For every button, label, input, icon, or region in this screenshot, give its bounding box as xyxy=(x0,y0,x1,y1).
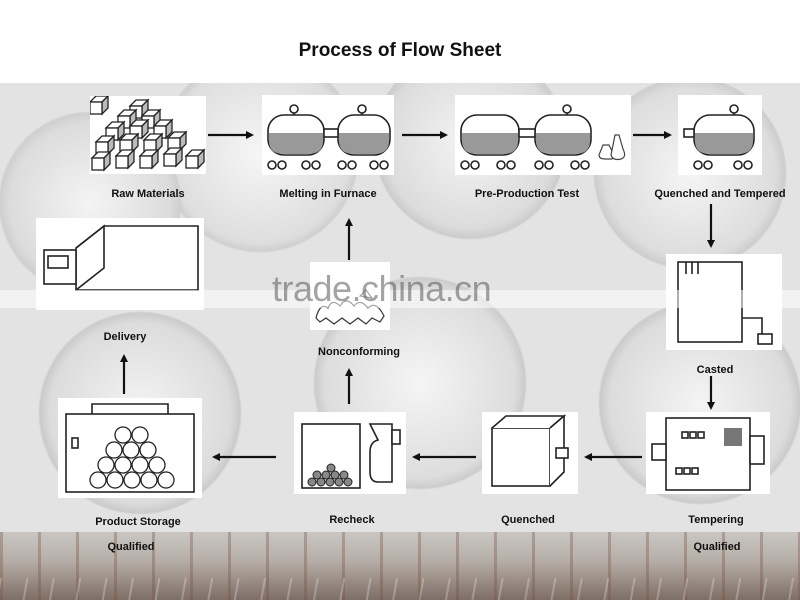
quenched-tempered-image xyxy=(678,95,762,175)
watermark-band xyxy=(0,290,800,308)
quench-tank-icon xyxy=(491,414,569,487)
label-qualified-left: Qualified xyxy=(107,541,155,553)
raw-materials-image xyxy=(90,96,206,174)
tempering-image xyxy=(646,412,770,494)
label-nonconforming: Nonconforming xyxy=(318,346,400,358)
label-qualified-right: Qualified xyxy=(693,541,741,553)
product-storage-image xyxy=(58,398,202,498)
label-quenched-and-tempered: Quenched and Tempered xyxy=(654,188,786,200)
label-melting-in-furnace: Melting in Furnace xyxy=(279,188,377,200)
recheck-bin-icon xyxy=(301,423,401,489)
watermark-text: trade.china.cn xyxy=(272,268,492,309)
diagram-title: Process of Flow Sheet xyxy=(298,40,502,61)
test-tanks-flasks-icon xyxy=(460,104,626,170)
quenched-image xyxy=(482,412,578,494)
label-raw-materials: Raw Materials xyxy=(111,188,185,200)
single-tank-icon xyxy=(683,104,755,170)
cubes-icon xyxy=(90,96,205,171)
label-quenched: Quenched xyxy=(501,514,555,526)
pre-production-test-image xyxy=(455,95,631,175)
delivery-truck-icon xyxy=(43,224,199,291)
storage-box-balls-icon xyxy=(65,403,195,493)
factory-floor-photo xyxy=(0,532,800,600)
label-delivery: Delivery xyxy=(103,331,147,343)
melting-furnace-image xyxy=(262,95,394,175)
recheck-image xyxy=(294,412,406,494)
tempering-furnace-icon xyxy=(651,417,765,491)
label-casted: Casted xyxy=(696,364,734,376)
label-tempering: Tempering xyxy=(688,514,744,526)
label-recheck: Recheck xyxy=(329,514,375,526)
furnace-tanks-icon xyxy=(267,104,391,170)
label-pre-production-test: Pre-Production Test xyxy=(474,188,580,200)
label-product-storage: Product Storage xyxy=(95,516,181,528)
